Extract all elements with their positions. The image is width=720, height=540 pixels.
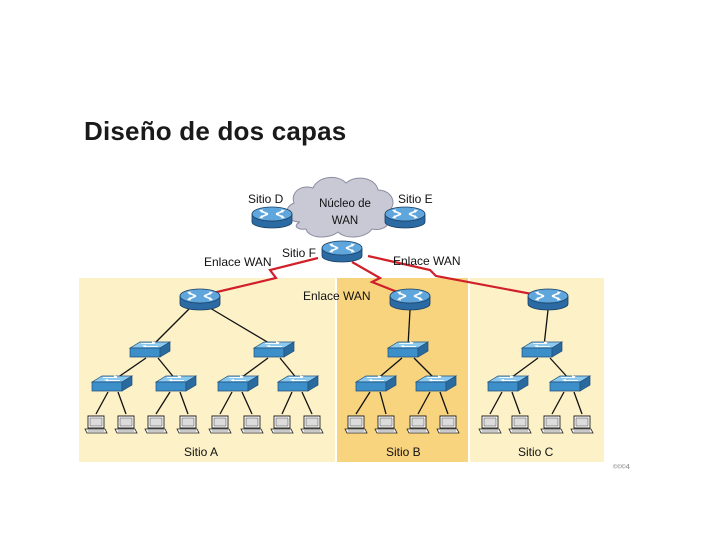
pc-icon bbox=[300, 415, 324, 434]
site-c-label: Sitio C bbox=[518, 445, 554, 459]
router-icon-site-c bbox=[527, 288, 569, 311]
wan-link-label-left: Enlace WAN bbox=[204, 255, 272, 269]
wan-link-label-center: Enlace WAN bbox=[303, 289, 371, 303]
pc-icon bbox=[374, 415, 398, 434]
router-icon-site-d bbox=[251, 206, 293, 229]
wan-link-label-right: Enlace WAN bbox=[393, 254, 461, 268]
pc-icon bbox=[570, 415, 594, 434]
pc-icon bbox=[144, 415, 168, 434]
router-icon-site-f bbox=[321, 240, 363, 263]
pc-icon bbox=[344, 415, 368, 434]
router-icon-site-a bbox=[179, 288, 221, 311]
router-icon-site-e bbox=[384, 206, 426, 229]
pc-icon bbox=[508, 415, 532, 434]
pc-icon bbox=[114, 415, 138, 434]
page-title: Diseño de dos capas bbox=[84, 116, 347, 146]
pc-icon bbox=[84, 415, 108, 434]
tree-links bbox=[95, 307, 583, 415]
pc-icon bbox=[208, 415, 232, 434]
router-icon-site-b bbox=[389, 288, 431, 311]
site-a-label: Sitio A bbox=[184, 445, 218, 459]
pc-icon bbox=[176, 415, 200, 434]
pc-icon bbox=[540, 415, 564, 434]
site-f-label: Sitio F bbox=[282, 246, 316, 260]
wan-links bbox=[199, 254, 549, 299]
pc-icon bbox=[436, 415, 460, 434]
wan-link-a bbox=[199, 256, 319, 298]
wan-link-b bbox=[351, 261, 411, 299]
cloud-label-line1: Núcleo de bbox=[319, 198, 371, 210]
wan-link-c bbox=[367, 254, 549, 299]
pc-icon bbox=[406, 415, 430, 434]
site-e-label: Sitio E bbox=[398, 192, 433, 206]
wan-core-cloud-icon bbox=[286, 176, 394, 238]
pc-icon bbox=[478, 415, 502, 434]
side-mark: ©©©4 bbox=[613, 463, 630, 471]
site-b-label: Sitio B bbox=[386, 445, 421, 459]
cloud-label-line2: WAN bbox=[332, 215, 358, 227]
site-d-label: Sitio D bbox=[248, 192, 284, 206]
pc-icon bbox=[270, 415, 294, 434]
pc-icon bbox=[240, 415, 264, 434]
